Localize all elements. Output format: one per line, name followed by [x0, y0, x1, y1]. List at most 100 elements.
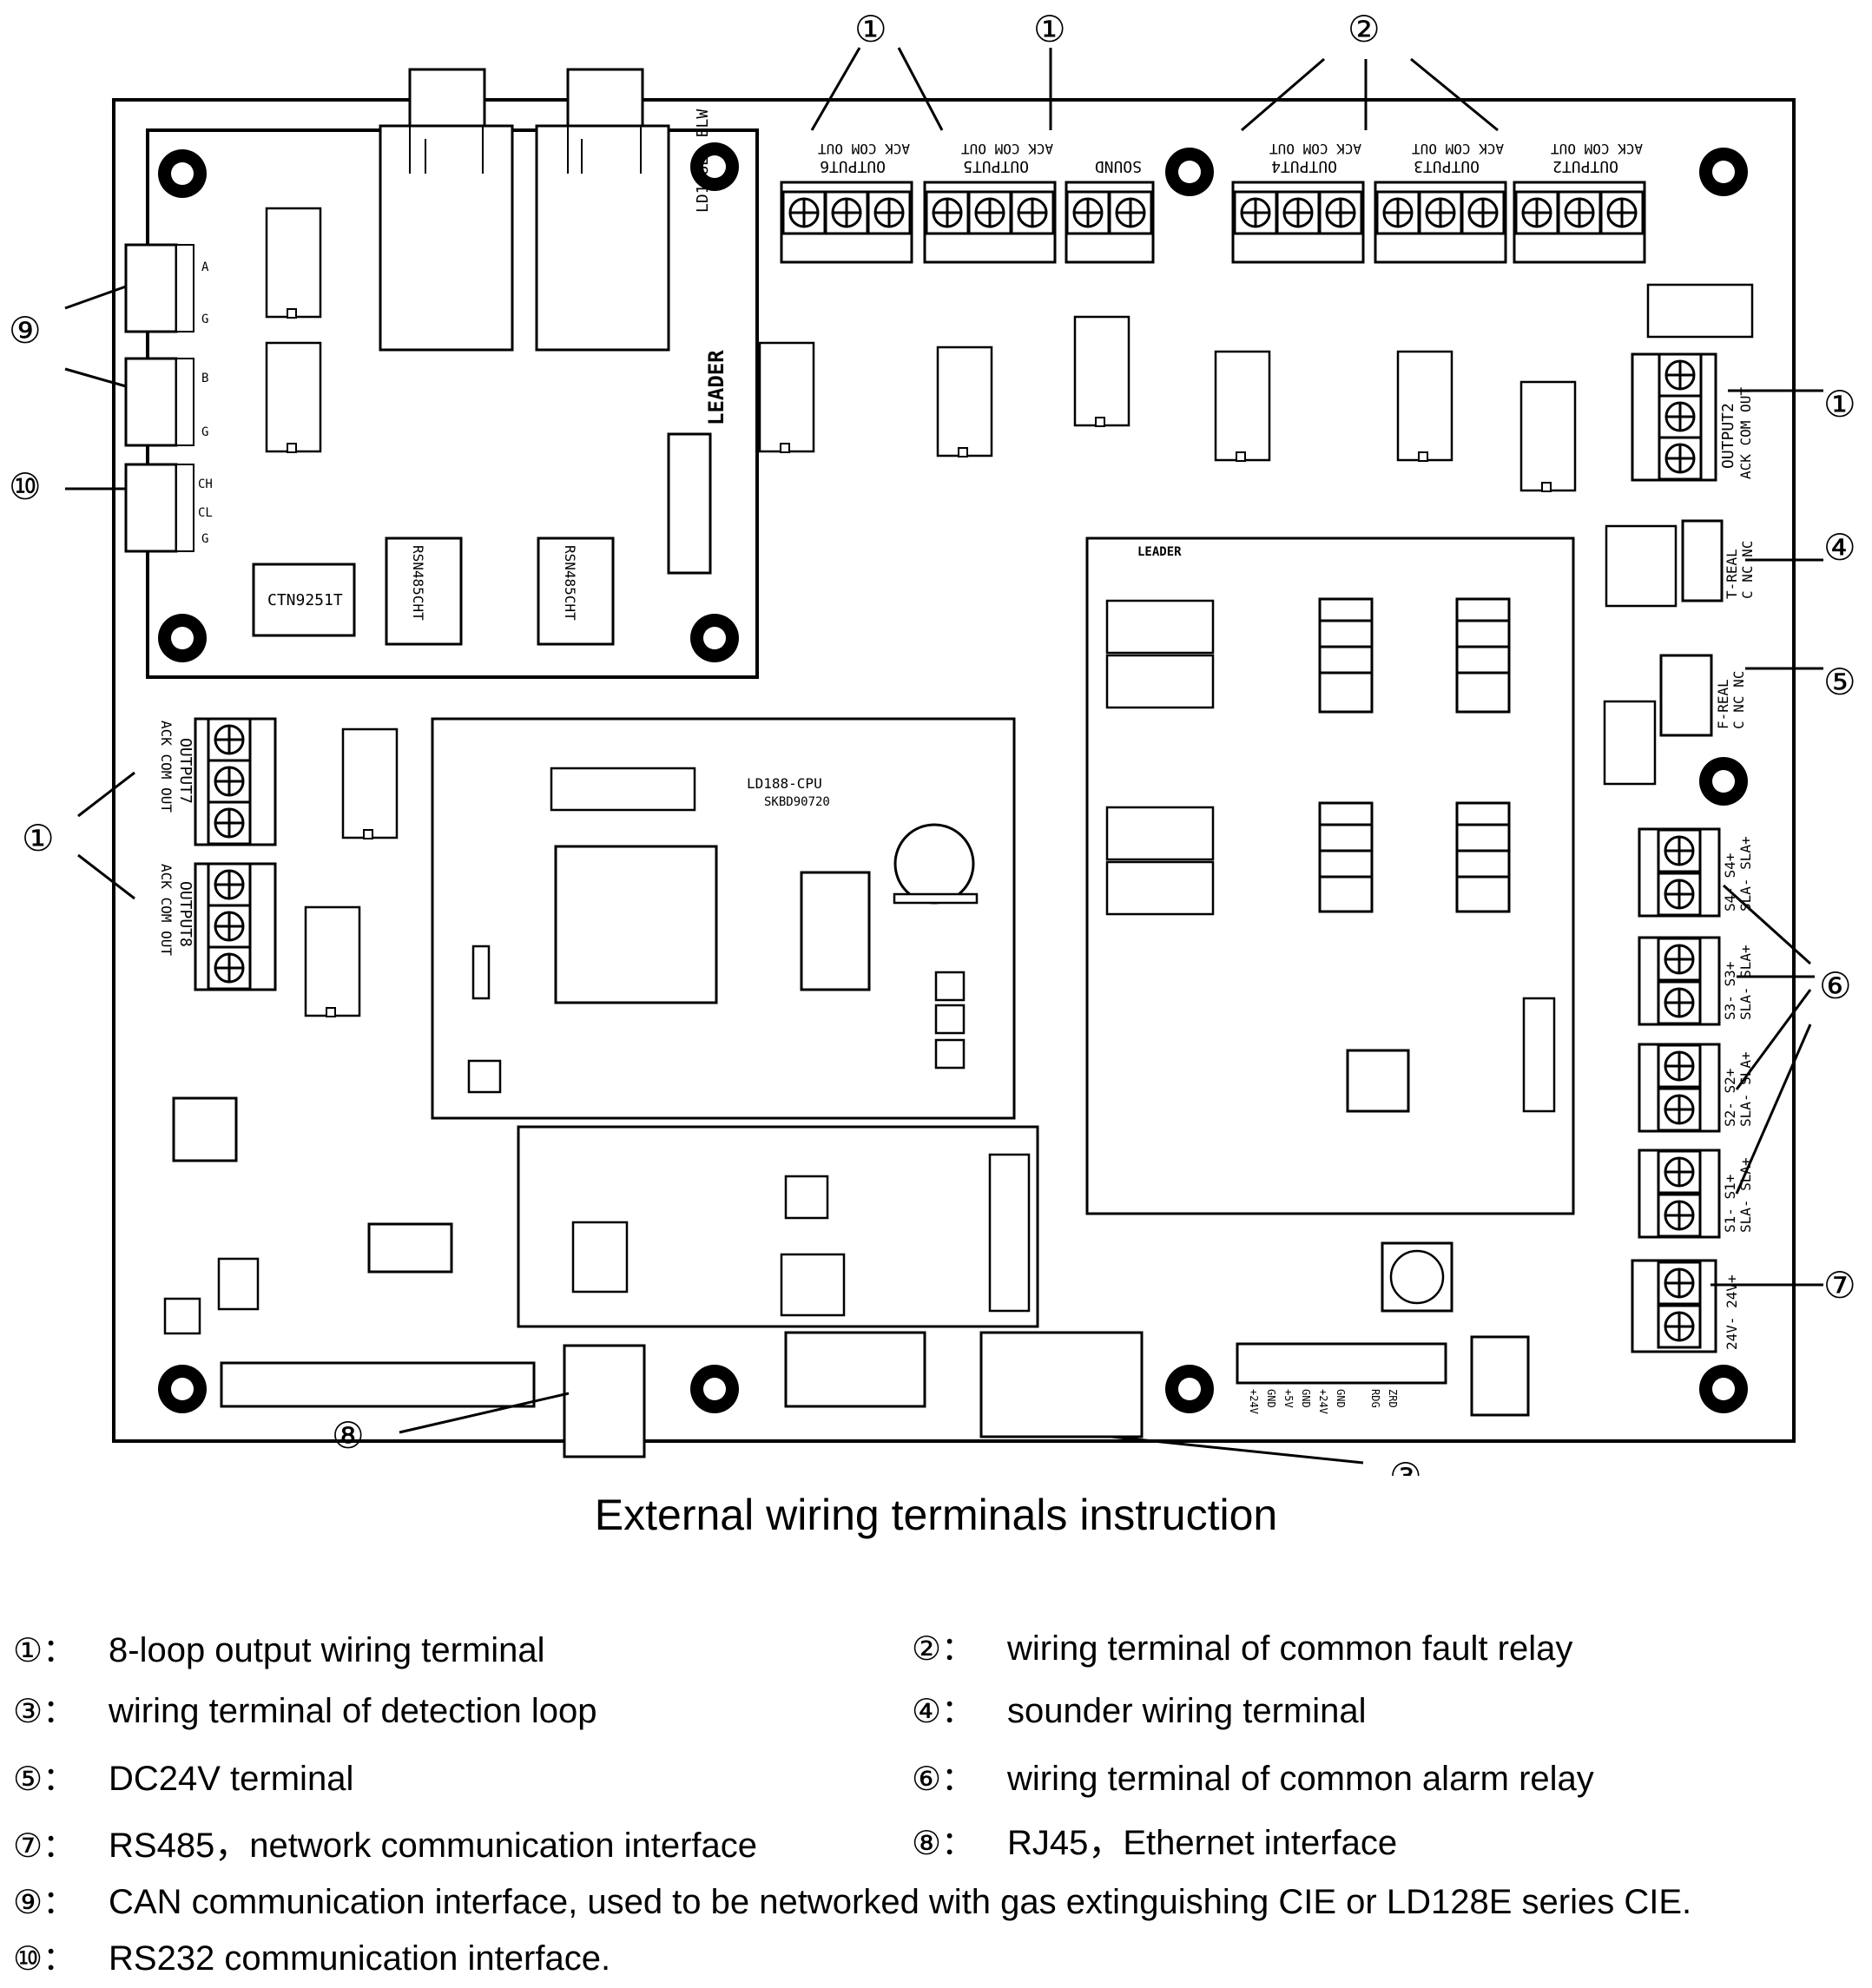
relay-j2 — [1605, 524, 1678, 608]
pin-b: B — [201, 372, 208, 385]
pin-g-3: G — [201, 532, 208, 546]
barcode-sticker — [667, 432, 712, 575]
battery-bt1 — [893, 823, 979, 905]
terminal-block-p6: S1- S1+ SLA- SLA+ — [1638, 1149, 1754, 1239]
s1b-label: SLA- SLA+ — [1737, 1157, 1754, 1233]
crystal-y2 — [471, 945, 491, 1000]
board-diagram: CTN9251T RSN485CHT RSN485CHT LD188EL BLW… — [9, 8, 1856, 1476]
callout-10: ⑩ — [9, 465, 42, 508]
s4-label: S4- S4+ — [1722, 853, 1738, 912]
rsn-chip-1: RSN485CHT — [385, 536, 463, 646]
relay-j7 — [1214, 350, 1271, 463]
callout-3: ③ — [1389, 1455, 1422, 1476]
callout-1: ① — [1033, 8, 1066, 50]
mount-hole — [690, 614, 739, 662]
output6-label: OUTPUT6 — [820, 157, 886, 175]
legend-text: DC24V terminal — [109, 1760, 354, 1798]
can-connector-j4: B G — [124, 357, 208, 447]
heatsink — [1318, 597, 1511, 913]
ctn-chip: CTN9251T — [252, 563, 356, 637]
output2-side-pins: ACK COM OUT — [1737, 387, 1754, 479]
cy1-module — [780, 1253, 846, 1317]
callout-1: ① — [854, 8, 887, 50]
terminal-block-p9: S4- S4+ SLA- SLA+ — [1638, 827, 1754, 918]
callout-1: ① — [1823, 383, 1856, 425]
relay-j1 — [1603, 700, 1657, 786]
s2-label: S2- S2+ — [1722, 1069, 1738, 1127]
p28-pin: GND — [1335, 1389, 1347, 1408]
rsn-label-2: RSN485CHT — [562, 545, 578, 621]
callout-4: ④ — [1823, 526, 1856, 569]
terminal-block-p15: OUTPUT2 ACK COM OUT — [1631, 352, 1754, 482]
output2-pins: ACK COM OUT — [1551, 141, 1643, 157]
p28-pin: +24V — [1248, 1389, 1260, 1414]
rsn-label-1: RSN485CHT — [410, 545, 426, 621]
ethernet-board — [517, 1125, 1039, 1328]
pin-ch: CH — [198, 477, 213, 491]
legend-num: ⑩： — [13, 1939, 76, 1978]
legend-text: RS232 communication interface. — [109, 1939, 611, 1978]
button-s1[interactable] — [467, 1059, 502, 1094]
legend-item: ⑦：RS485，network communication interface — [13, 1817, 757, 1867]
mount-hole — [690, 1365, 739, 1413]
terminal-block-p17: OUTPUT3 ACK COM OUT — [1374, 141, 1507, 264]
callout-numbers: ① ① ② ① ④ ⑤ ⑥ ⑦ ① ⑨ ⑩ ⑧ ③ — [9, 8, 1856, 1476]
legend-text: wiring terminal of detection loop — [109, 1692, 597, 1730]
legend-text: 8-loop output wiring terminal — [109, 1631, 545, 1669]
relay-j5 — [1396, 350, 1453, 463]
chip-u1-eth — [784, 1175, 829, 1220]
legend-text: CAN communication interface, used to be … — [109, 1883, 1692, 1921]
s3b-label: SLA- SLA+ — [1737, 945, 1754, 1020]
legend-num: ⑥： — [912, 1760, 975, 1798]
output8-pins: ACK COM OUT — [158, 864, 175, 956]
rj45-jack-left — [379, 68, 514, 352]
cpu-chip — [554, 845, 718, 1004]
connector-p25 — [784, 1331, 926, 1408]
legend-item: ②：wiring terminal of common fault relay — [912, 1622, 1572, 1669]
header-pins — [1522, 997, 1556, 1113]
relay-block — [1105, 806, 1215, 861]
output8-label: OUTPUT8 — [176, 881, 194, 947]
chip-u5b — [1470, 1335, 1530, 1417]
cpu-barcode — [550, 767, 696, 812]
p28-pin: GND — [1265, 1389, 1277, 1408]
relay-block — [1105, 654, 1215, 709]
pin-a: A — [201, 260, 209, 274]
legend-num: ④： — [912, 1692, 975, 1730]
chip-u3 — [800, 871, 871, 991]
relay-j02 — [265, 207, 322, 319]
chip-u2b — [217, 1257, 260, 1311]
legend-num: ③： — [13, 1692, 76, 1730]
pin-g: G — [201, 313, 208, 326]
terminal-block-p4: 24V- 24V+ — [1631, 1259, 1740, 1353]
s1-label: S1- S1+ — [1722, 1175, 1738, 1233]
output4-pins: ACK COM OUT — [1269, 141, 1361, 157]
output2-label: OUTPUT2 — [1552, 157, 1618, 175]
chip-u5 — [934, 1004, 966, 1035]
chip-u4 — [934, 971, 966, 1002]
legend-item: ⑤：DC24V terminal — [13, 1752, 353, 1800]
mount-hole — [1165, 148, 1214, 196]
legend: ①： 8-loop output wiring terminal ②：wiring… — [0, 1606, 1872, 1988]
relay-j10 — [304, 905, 361, 1018]
relay-block — [1105, 599, 1215, 655]
legend-text: wiring terminal of common alarm relay — [1007, 1760, 1594, 1798]
cpu-sn: SKBD90720 — [764, 795, 830, 809]
legend-item: ⑥： wiring terminal of common alarm relay — [912, 1752, 1594, 1800]
pot-p23 — [163, 1297, 201, 1335]
ld188el-label: LD188EL BLW — [694, 109, 712, 213]
terminal-block-p20: OUTPUT6 ACK COM OUT — [780, 141, 913, 264]
rsn-chip-2: RSN485CHT — [537, 536, 615, 646]
callout-1: ① — [22, 817, 55, 859]
terminal-block-p13: F-REAL C NC NC — [1659, 654, 1747, 737]
legend-num: ①： — [13, 1631, 76, 1669]
legend-item: ③： wiring terminal of detection loop — [13, 1684, 597, 1732]
chip-u6 — [934, 1038, 966, 1070]
chip-qfp-eth — [571, 1221, 629, 1294]
callout-6: ⑥ — [1819, 964, 1852, 1007]
rj45-jack-right — [535, 68, 670, 352]
leader-logo-2: LEADER — [1137, 545, 1182, 559]
relay-j11 — [758, 341, 815, 454]
mount-hole — [158, 1365, 207, 1413]
t-real-pins: C NC NC — [1739, 541, 1756, 599]
